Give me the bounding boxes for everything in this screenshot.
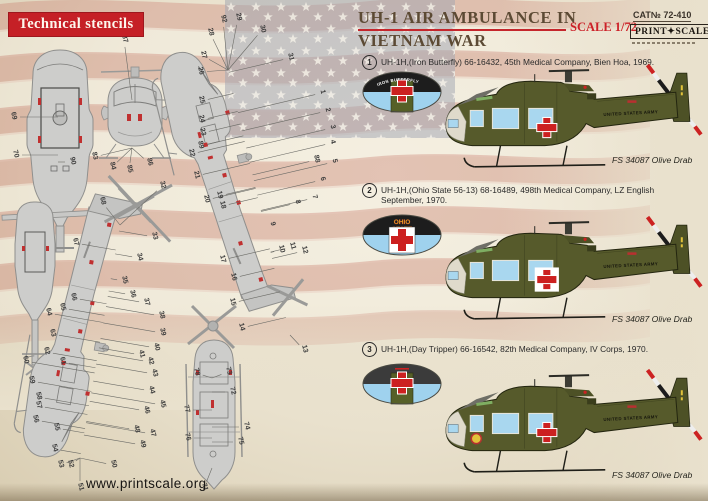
stencil-bottom-view: [185, 304, 243, 490]
entry-number-text: 3: [367, 345, 372, 354]
entry-3-number: 3: [362, 342, 377, 357]
color-caption-3: FS 34087 Olive Drab: [612, 470, 693, 480]
entry-3: 3 UH-1H,(Day Tripper) 66-16542, 82th Med…: [356, 342, 708, 492]
logo-fineprint: [632, 42, 696, 44]
helicopter-profile-1: UNITED STATES ARMY: [436, 63, 708, 179]
banner-label: Technical stencils: [18, 16, 134, 32]
page-title-line1: UH-1 AIR AMBULANCE IN: [358, 8, 577, 27]
stencil-top-view: [26, 49, 94, 253]
boom-text-3: UNITED STATES ARMY: [603, 414, 658, 422]
entry-1: 1 UH-1H,(Iron Butterfly) 66-16432, 45th …: [356, 55, 708, 185]
entry-2-emblem: OHIO STATE: [362, 214, 442, 256]
entry-number-text: 1: [367, 58, 372, 67]
entry-2-description-line2: September, 1970.: [381, 195, 448, 205]
helicopter-profile-3: UNITED STATES ARMY: [436, 368, 708, 484]
color-caption-1: FS 34087 Olive Drab: [612, 155, 693, 165]
entry-1-number: 1: [362, 55, 377, 70]
stencil-top-view-rotor: [1, 201, 91, 376]
stencil-side-view-2: [7, 174, 173, 470]
printscale-logo: PRINT✦SCALE: [630, 24, 708, 39]
page-title-line2: VIETNAM WAR: [358, 31, 487, 50]
color-caption-2: FS 34087 Olive Drab: [612, 314, 693, 324]
title-rule: [358, 29, 566, 31]
entry-3-description: UH-1H,(Day Tripper) 66-16542, 82th Medic…: [381, 344, 649, 354]
entry-2-number: 2: [362, 183, 377, 198]
entry-1-emblem: IRON BUTTERFLY: [362, 71, 442, 113]
entry-1-description: UH-1H,(Iron Butterfly) 66-16432, 45th Me…: [381, 57, 655, 67]
helicopter-profile-2: UNITED STATES ARMY: [436, 215, 708, 331]
entry-2-description-line1: UH-1H,(Ohio State 56-13) 68-16489, 498th…: [381, 185, 655, 195]
stencil-front-view: [99, 66, 171, 159]
boom-text-1: UNITED STATES ARMY: [603, 109, 658, 117]
entry-number-text: 2: [367, 186, 372, 195]
catalog-number: CAT№ 72-410: [633, 10, 692, 22]
nose-emblem-3: [470, 432, 483, 445]
scale-label: SCALE 1/72: [570, 20, 638, 34]
emblem-2-text-line1: OHIO: [394, 219, 411, 226]
boom-text-2: UNITED STATES ARMY: [603, 261, 658, 269]
website-text: www.printscale.org: [86, 476, 207, 491]
entry-3-emblem: [362, 363, 442, 405]
entry-2: 2 UH-1H,(Ohio State 56-13) 68-16489, 498…: [356, 183, 708, 343]
technical-stencils-banner: Technical stencils: [8, 12, 144, 37]
